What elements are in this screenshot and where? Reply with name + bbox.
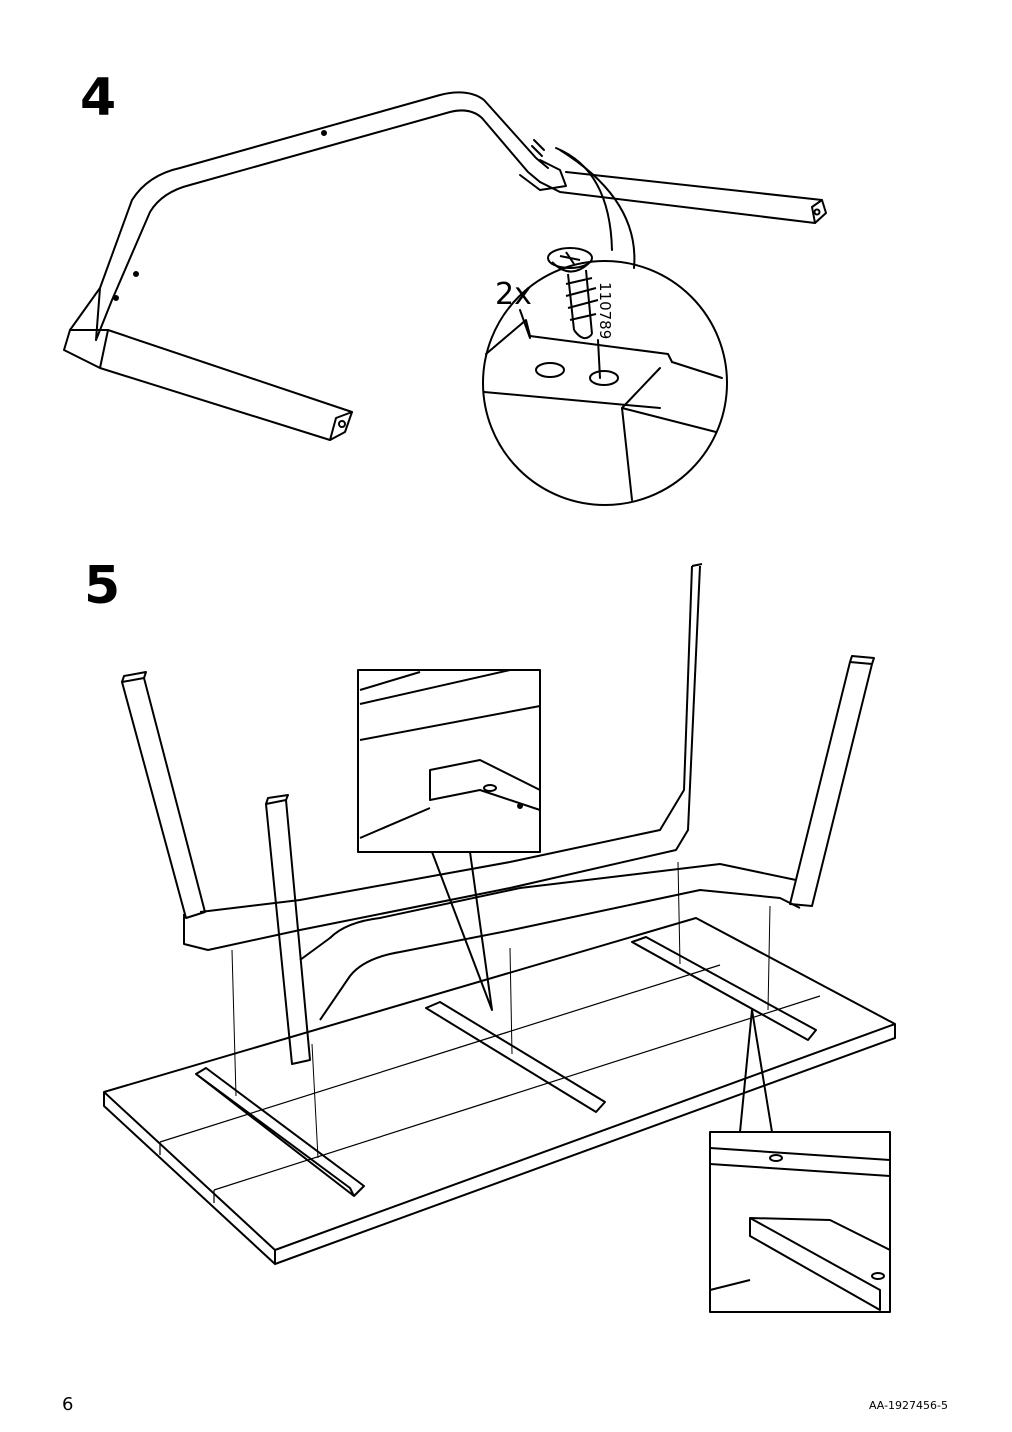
quantity-label: 2x: [495, 277, 532, 312]
guide-lines: [231, 861, 771, 1159]
document-code: AA-1927456-5: [868, 1399, 948, 1412]
step-4-illustration: 2x 110789: [63, 91, 827, 506]
tabletop: [103, 917, 896, 1265]
rail-right: [631, 936, 817, 1041]
page-number: 6: [62, 1394, 74, 1415]
leg-back-right: [789, 655, 875, 907]
frame-assembly: [183, 563, 801, 1021]
step-5-illustration: [103, 563, 896, 1313]
crossbar-back: [539, 171, 827, 224]
part-number-label: 110789: [596, 282, 614, 339]
rail-joint-detail: [357, 669, 541, 1011]
crossbar-front: [63, 329, 353, 441]
leg-front-left: [265, 794, 311, 1065]
rail-middle: [425, 1001, 606, 1113]
rail-slot-detail: [709, 1009, 891, 1313]
step-5-number: 5: [84, 556, 121, 616]
screw-icon: [547, 247, 599, 340]
frame-side-tube: [69, 91, 567, 341]
step-4-number: 4: [80, 68, 117, 128]
detail-magnifier: [482, 260, 728, 506]
leg-back-left: [121, 671, 206, 919]
rail-left: [195, 1067, 365, 1197]
